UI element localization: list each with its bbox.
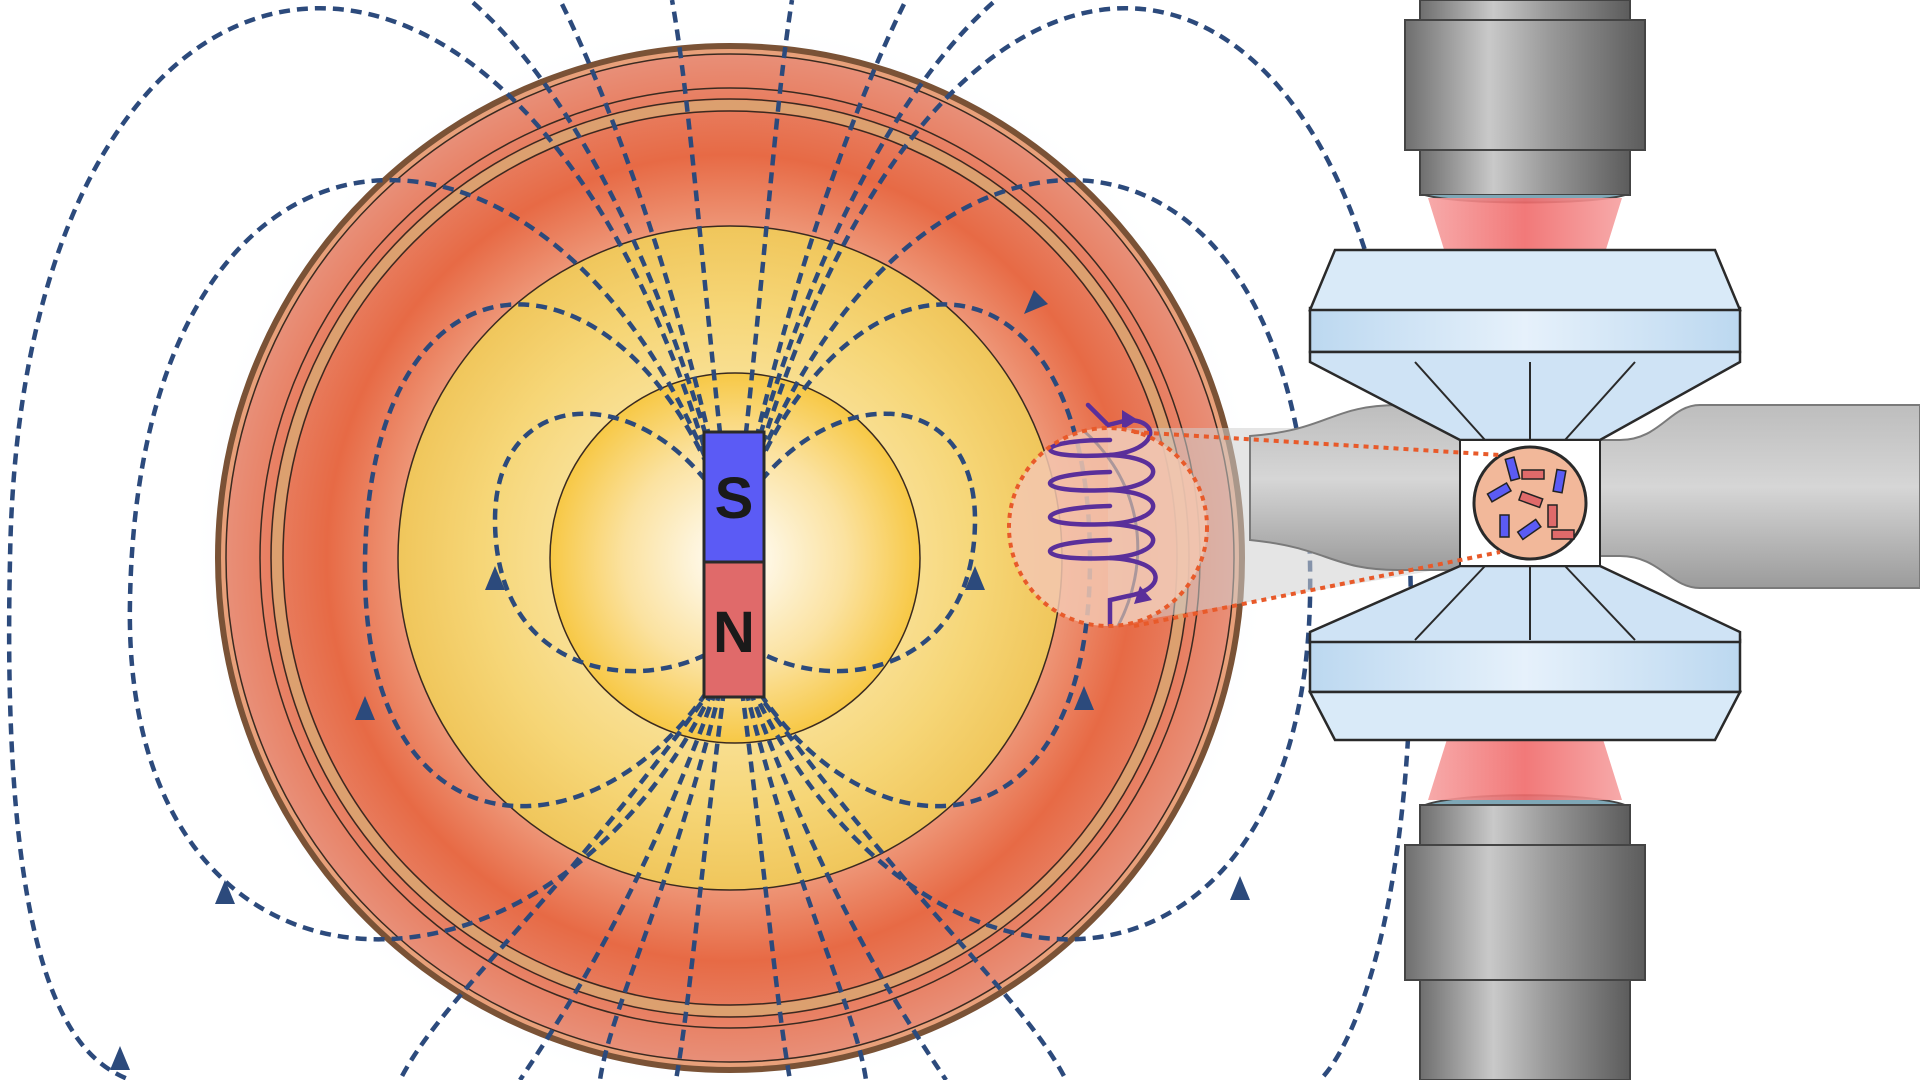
bottom-vacuum-port xyxy=(1404,794,1646,1080)
planet xyxy=(190,18,1270,1080)
field-line xyxy=(749,6,1414,1080)
field-arrow xyxy=(215,880,235,904)
south-pole xyxy=(702,430,766,564)
field-arrow xyxy=(110,1046,130,1070)
top-vacuum-port xyxy=(1404,0,1646,204)
bar-magnet-icon: S N xyxy=(702,430,766,699)
coil-icon xyxy=(1047,402,1158,628)
lab-apparatus xyxy=(1108,0,1920,1080)
zoom-connector-bottom xyxy=(1133,550,1501,628)
field-arrow xyxy=(355,696,375,720)
field-arrow xyxy=(1230,876,1250,900)
field-arrow xyxy=(1074,686,1094,710)
atom-sample-icon xyxy=(1472,445,1588,561)
north-pole-label: N xyxy=(713,600,755,665)
field-line xyxy=(745,0,909,476)
field-line xyxy=(468,0,719,471)
field-line xyxy=(6,6,717,1080)
field-arrow xyxy=(965,566,985,590)
field-line xyxy=(492,411,732,674)
field-line xyxy=(741,177,1313,942)
field-arrow xyxy=(1024,290,1048,314)
field-line xyxy=(127,177,725,942)
magnetic-field-lines xyxy=(6,0,1414,1080)
field-line xyxy=(673,689,727,1080)
field-line xyxy=(557,0,721,476)
field-line xyxy=(597,689,723,1080)
field-arrow xyxy=(485,566,505,590)
field-line xyxy=(397,686,714,1080)
field-line xyxy=(743,689,869,1080)
field-line xyxy=(747,0,998,471)
field-line xyxy=(747,689,948,1080)
north-pole xyxy=(702,560,766,699)
zoom-outline xyxy=(1007,426,1209,628)
south-pole-label: S xyxy=(715,466,754,531)
zoom-inset xyxy=(1007,402,1501,628)
field-line xyxy=(739,689,793,1080)
horizontal-tube-right xyxy=(1599,404,1920,589)
field-line xyxy=(362,302,728,809)
zoom-connector-top xyxy=(1133,430,1501,457)
field-line xyxy=(752,686,1069,1080)
field-line xyxy=(518,689,719,1080)
